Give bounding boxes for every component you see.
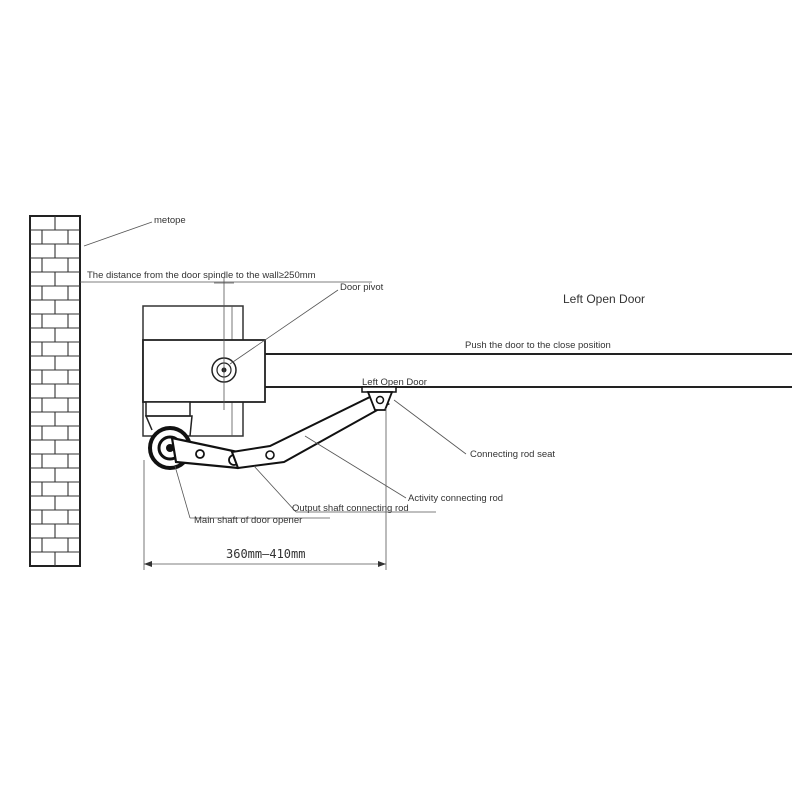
distance-label: The distance from the door spindle to th…: [87, 270, 316, 281]
dimension-label: 360mm—410mm: [226, 547, 305, 561]
diagram-title: Left Open Door: [563, 292, 645, 306]
pivot-housing: [142, 339, 266, 403]
connecting-rod-seat: [361, 386, 397, 411]
left-open-door-label: Left Open Door: [362, 377, 427, 388]
door-pivot-label: Door pivot: [340, 282, 384, 293]
brick-wall: [29, 215, 81, 567]
output-shaft-rod-label: Output shaft connecting rod: [292, 503, 409, 514]
main-shaft-label: Main shaft of door opener: [194, 515, 302, 526]
leader-lines: [80, 221, 467, 519]
motor-bracket: [145, 401, 191, 417]
activity-connecting-rod: [230, 394, 391, 470]
push-close-label: Push the door to the close position: [465, 340, 611, 351]
dimension-line: [143, 408, 387, 570]
activity-connecting-rod-label: Activity connecting rod: [408, 493, 503, 504]
metope-label: metope: [154, 215, 186, 226]
connecting-rod-seat-label: Connecting rod seat: [470, 449, 555, 460]
